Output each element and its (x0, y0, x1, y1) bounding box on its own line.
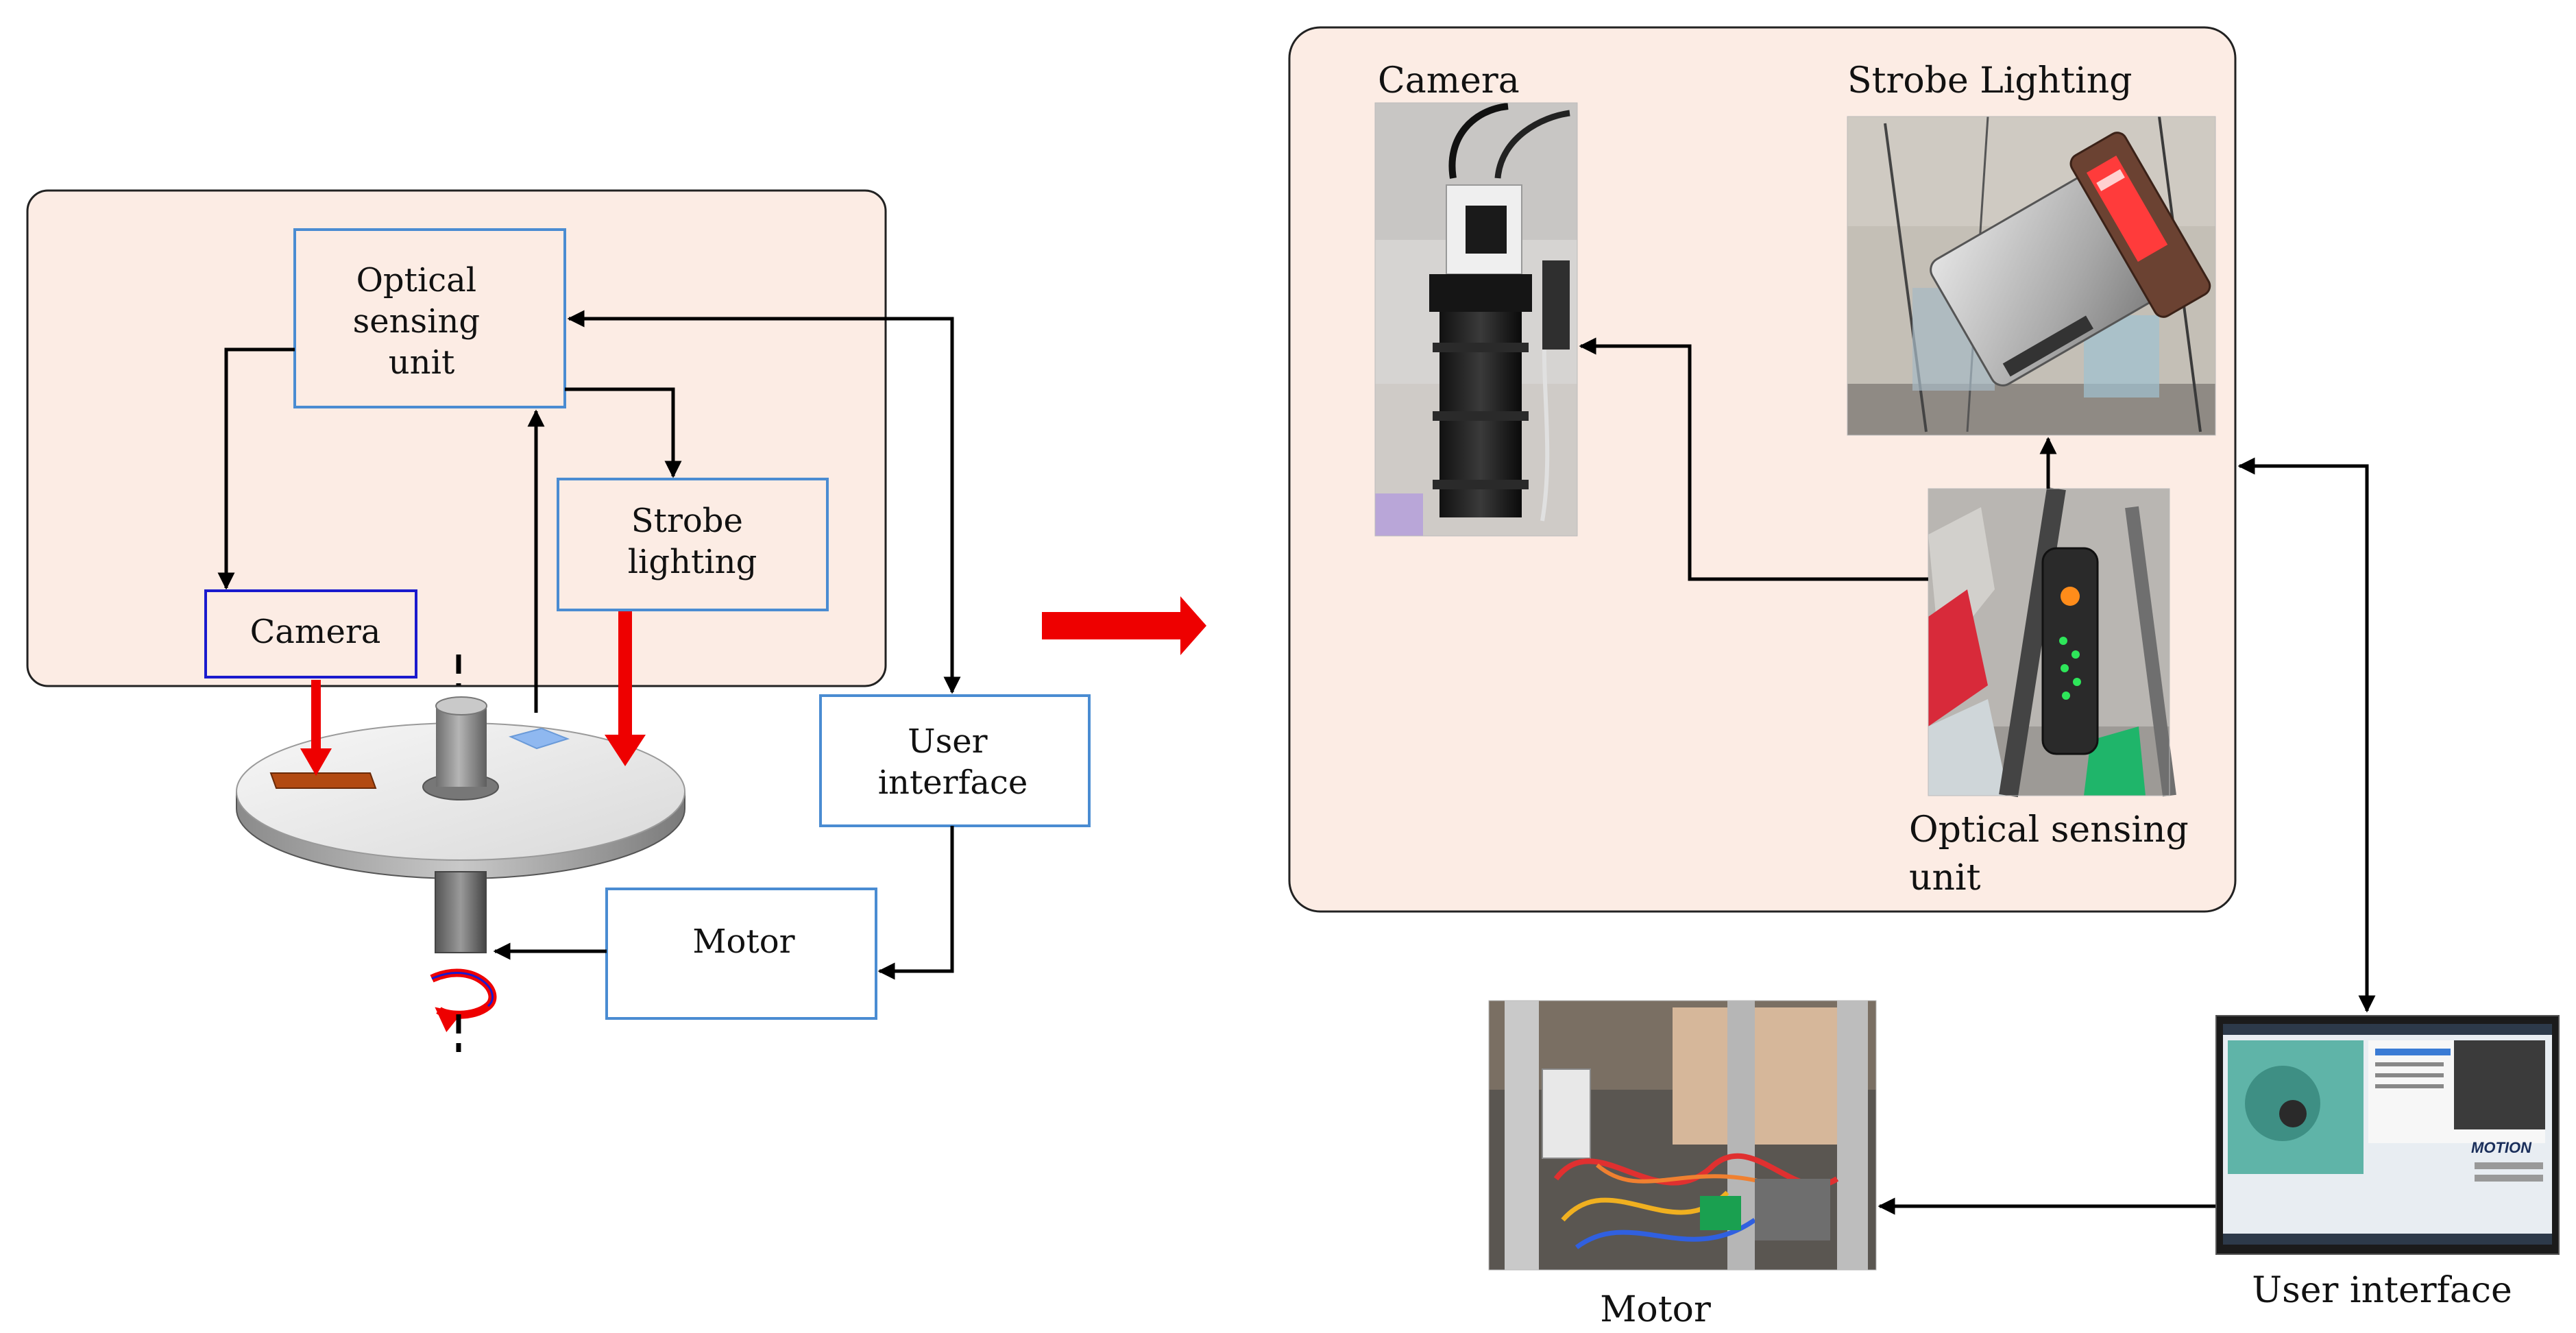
motor-photo (1488, 1000, 1877, 1271)
osu-photo-label: Optical sensing unit (1909, 809, 2200, 898)
camera-beam-arrow (300, 748, 332, 776)
motor-photo-label: Motor (1600, 1289, 1711, 1330)
sample-bar (269, 772, 377, 789)
optical-sensing-unit-photo (1928, 487, 2176, 798)
right-hardware-diagram: Camera Strobe Lighting (1288, 26, 2560, 1330)
optical-sensing-unit-box (293, 228, 566, 408)
osu-to-camera-photo-connector (1579, 337, 1928, 581)
sensor-target-patch (509, 727, 570, 750)
strobe-beam-arrow (605, 735, 646, 766)
camera-photo-label: Camera (1378, 60, 1520, 101)
left-schematic: Optical sensing unit Strobe lighting Cam… (26, 189, 1091, 1052)
camera-label: Camera (250, 613, 381, 651)
user-interface-box (819, 694, 1091, 827)
right-connector-lines (1579, 337, 2376, 1215)
motor-label: Motor (692, 922, 794, 961)
user-interface-photo: MOTION (2215, 1015, 2560, 1255)
ui-screen-logo: MOTION (2471, 1139, 2532, 1156)
user-interface-photo-label: User interface (2252, 1270, 2512, 1311)
beam-arrows (300, 611, 646, 776)
strobe-photo-label: Strobe Lighting (1847, 60, 2133, 101)
spindle-top (435, 696, 487, 716)
ui-to-motor-connector (877, 826, 954, 980)
osu-ui-connector (567, 310, 961, 694)
camera-box (204, 589, 417, 678)
optical-sensing-unit-label: Optical sensing unit (353, 261, 491, 382)
camera-photo (1374, 102, 1578, 537)
user-interface-label: User interface (878, 722, 1028, 802)
motor-box (605, 888, 877, 1020)
osu-to-camera-connector (217, 347, 295, 590)
rotating-disc-assembly (236, 655, 685, 1052)
enclosure-ui-connector (2237, 457, 2376, 1013)
strobe-photo (1847, 116, 2216, 436)
shaft (435, 871, 487, 953)
spindle-cylinder (436, 706, 487, 787)
rotation-arrow-icon (430, 968, 497, 1033)
connector-lines (217, 310, 961, 980)
transition-arrow-icon (1042, 596, 1206, 655)
